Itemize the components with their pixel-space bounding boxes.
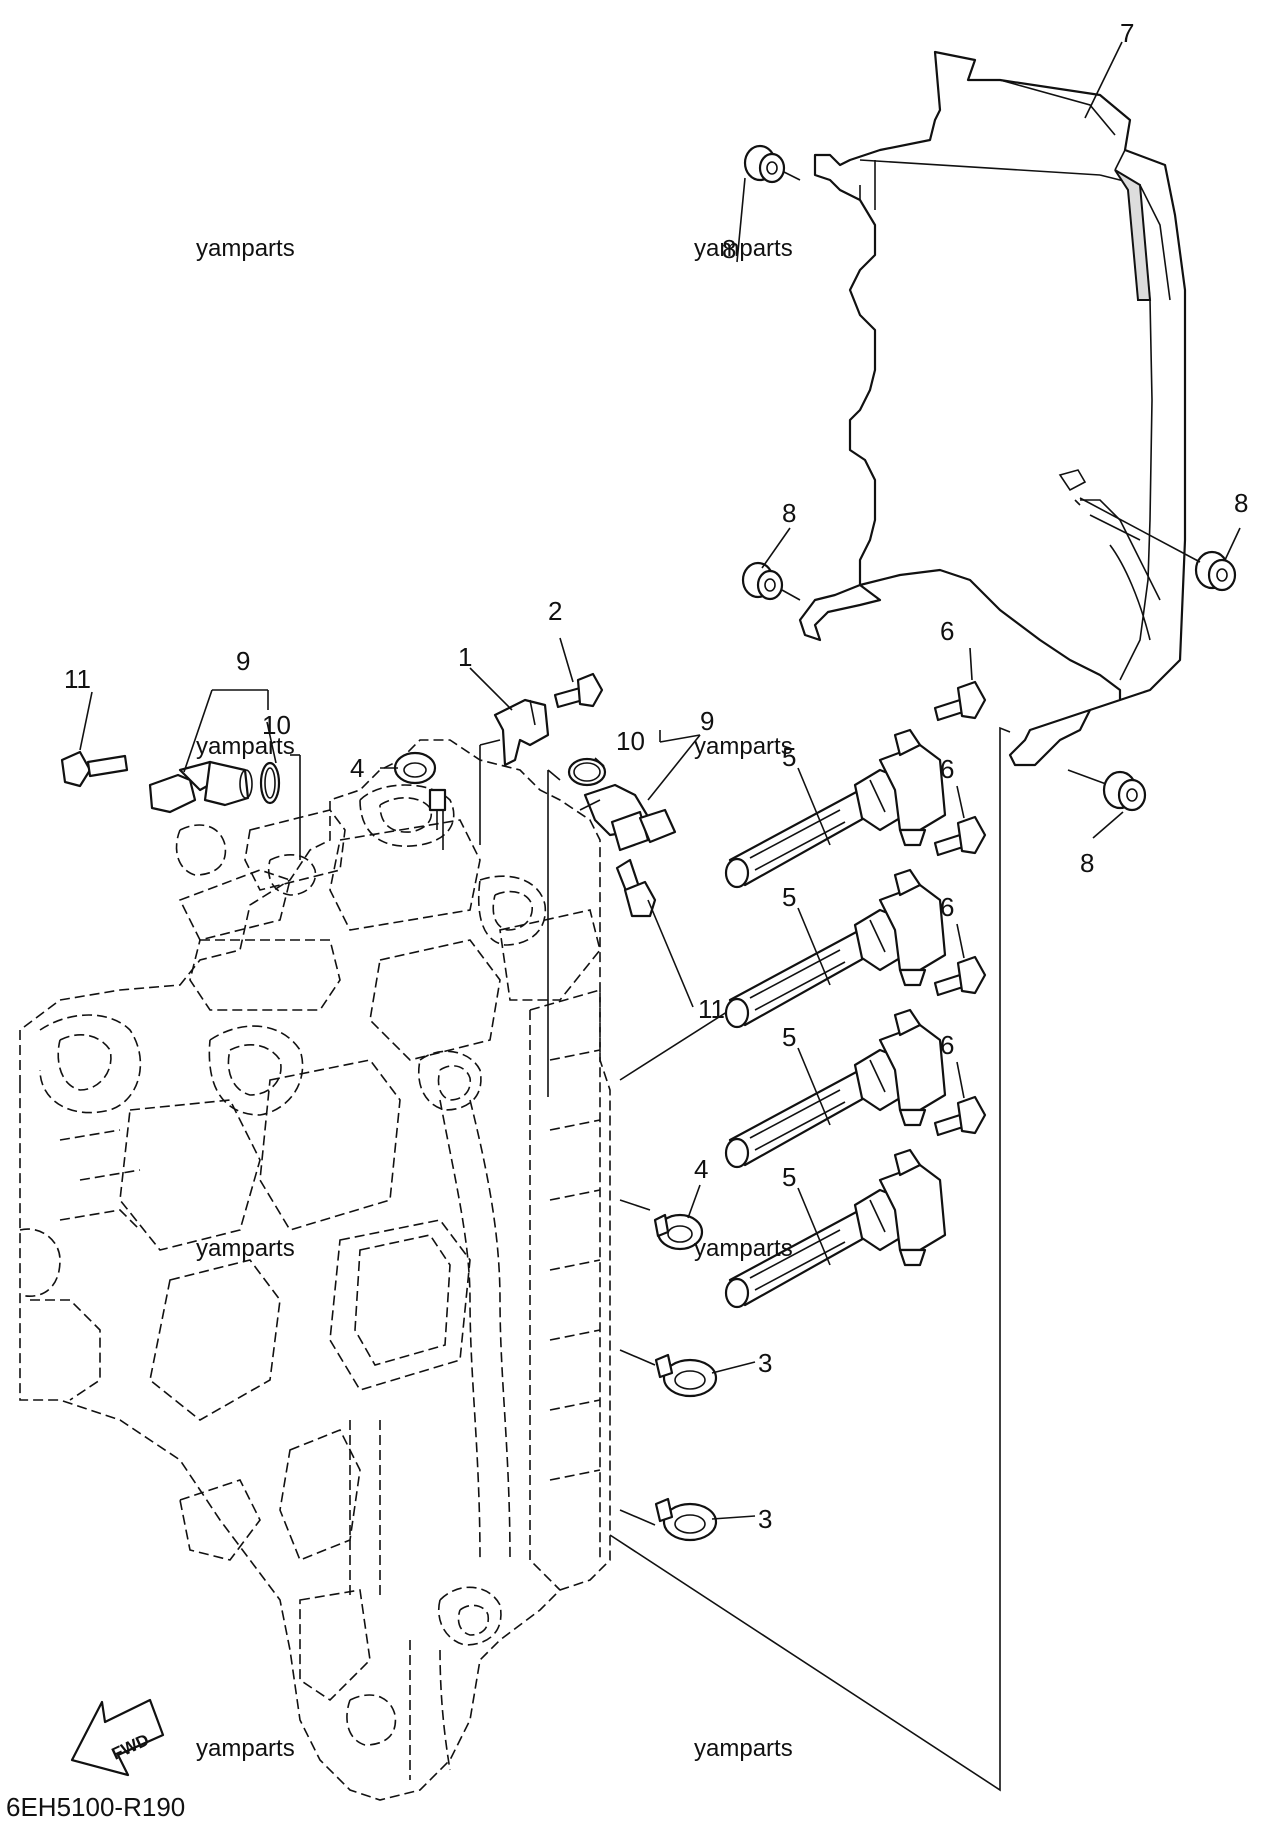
- sensor-right: [579, 783, 677, 852]
- fwd-arrow: FWD: [70, 1698, 165, 1777]
- grommet-top: [743, 144, 801, 184]
- callout-8-right: 8: [1234, 488, 1248, 518]
- watermark: yamparts: [694, 1735, 793, 1762]
- ignition-coil-cover: [798, 50, 1187, 767]
- callout-4-upper: 4: [350, 753, 364, 783]
- callout-labels: 1 2 3 3 4 4 5 5 5 5 6 6 6 6 7 8 8 8 8 9 …: [64, 18, 1248, 1534]
- watermark: yamparts: [694, 1235, 793, 1262]
- clamp-4-upper: [393, 751, 447, 830]
- callout-8-top: 8: [722, 234, 736, 264]
- callout-6-b: 6: [940, 754, 954, 784]
- o-ring-right: [567, 757, 607, 787]
- clamp-3-upper: [654, 1353, 718, 1398]
- grommet-left: [741, 561, 801, 601]
- ignition-coil-4: [724, 1148, 947, 1309]
- engine-block: [19, 739, 611, 1801]
- o-ring-left: [259, 761, 281, 805]
- callout-7: 7: [1120, 18, 1134, 48]
- callout-3-upper: 3: [758, 1348, 772, 1378]
- watermark: yamparts: [196, 733, 295, 760]
- callout-4-lower: 4: [694, 1154, 708, 1184]
- drawing-code: 6EH5100-R190: [6, 1792, 185, 1822]
- watermark: yamparts: [694, 733, 793, 760]
- callout-10-right: 10: [616, 726, 645, 756]
- callout-8-left: 8: [782, 498, 796, 528]
- clamps: [393, 751, 718, 1542]
- callout-6-d: 6: [940, 1030, 954, 1060]
- bracket: [493, 698, 550, 767]
- callout-6-c: 6: [940, 892, 954, 922]
- callout-10-left: 10: [262, 710, 291, 740]
- callout-2: 2: [548, 596, 562, 626]
- watermarks: yamparts yamparts yamparts yamparts yamp…: [196, 235, 793, 1762]
- callout-9-right: 9: [700, 706, 714, 736]
- callout-5-d: 5: [782, 1162, 796, 1192]
- grommets: [741, 144, 1237, 812]
- callout-11-left: 11: [64, 664, 91, 694]
- bolt-left: [60, 750, 129, 788]
- coil-bolt-4: [933, 1095, 987, 1137]
- callout-1: 1: [458, 642, 472, 672]
- callout-leaders: [79, 41, 1241, 1520]
- clamp-3-lower: [654, 1497, 718, 1542]
- callout-8-bottom: 8: [1080, 848, 1094, 878]
- coil-bolt-1: [933, 680, 987, 722]
- sensor-left: [148, 760, 253, 814]
- coil-bolt-3: [933, 955, 987, 997]
- coil-bolt-2: [933, 815, 987, 857]
- ignition-coil-1: [724, 728, 947, 889]
- grommet-bottom: [1067, 769, 1147, 812]
- watermark: yamparts: [196, 235, 295, 262]
- watermark: yamparts: [196, 1235, 295, 1262]
- callout-9-left: 9: [236, 646, 250, 676]
- coil-bolts: [933, 680, 987, 1137]
- ignition-coil-2: [724, 868, 947, 1029]
- callout-6-a: 6: [940, 616, 954, 646]
- callout-5-c: 5: [782, 1022, 796, 1052]
- ignition-coil-3: [724, 1008, 947, 1169]
- clamp-4-lower: [653, 1213, 704, 1251]
- bolt-right: [615, 858, 657, 918]
- watermark: yamparts: [694, 235, 793, 262]
- callout-5-a: 5: [782, 742, 796, 772]
- bracket-bolt: [553, 672, 604, 709]
- callout-3-lower: 3: [758, 1504, 772, 1534]
- callout-11-right: 11: [698, 994, 725, 1024]
- ignition-coils: [724, 728, 947, 1309]
- grommet-right: [1079, 497, 1237, 592]
- callout-5-b: 5: [782, 882, 796, 912]
- watermark: yamparts: [196, 1735, 295, 1762]
